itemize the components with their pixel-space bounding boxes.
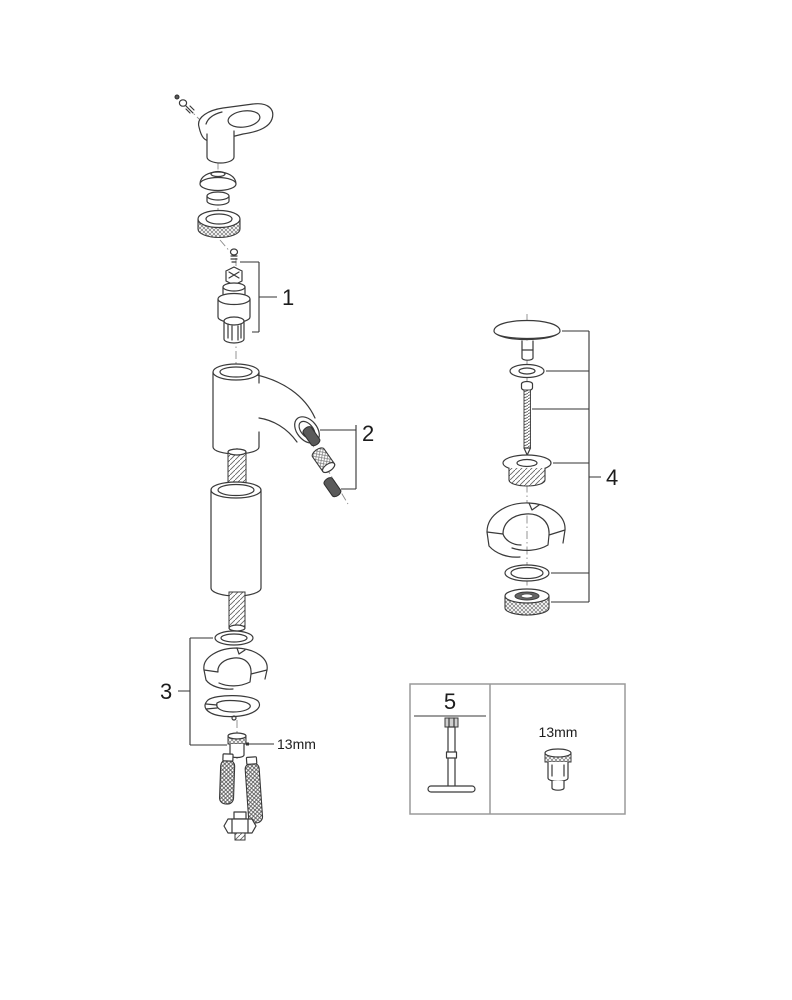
callout-3-label: 3 <box>160 679 172 704</box>
installation-tool <box>427 717 476 793</box>
callout-1: 1 <box>240 261 294 333</box>
popup-plug-cap <box>493 319 561 340</box>
o-ring <box>214 630 254 646</box>
aerator-key <box>323 477 342 498</box>
hex-union-nut <box>223 818 257 834</box>
callout-4: 4 <box>532 330 618 603</box>
hose-right <box>244 762 264 824</box>
mounting-clamp <box>203 647 268 675</box>
callout-2: 2 <box>320 421 374 490</box>
threaded-rod <box>228 591 246 629</box>
wrench-size-label: 13mm <box>277 736 316 752</box>
plug-washer <box>509 363 545 379</box>
tool-box: 5 13mm <box>409 683 626 815</box>
mounting-kit <box>203 630 268 721</box>
handle-screw-dot <box>174 94 180 100</box>
plug-screw <box>523 389 531 449</box>
supply-hoses <box>218 753 264 841</box>
aerator-insert-small <box>302 426 321 447</box>
callout-1-label: 1 <box>282 285 294 310</box>
drain-assembly <box>486 319 566 616</box>
handle-assembly <box>174 94 274 239</box>
socket-adapter-13mm <box>544 748 572 791</box>
faucet-column <box>210 448 262 632</box>
faucet-spout-body <box>212 363 320 455</box>
callout-2-label: 2 <box>362 421 374 446</box>
drain-clamp-body <box>486 502 566 536</box>
tool-box-frame <box>409 683 626 815</box>
wrench-size-box-label: 13mm <box>539 724 578 740</box>
handle-base <box>206 130 235 164</box>
hose-left <box>218 759 236 805</box>
callout-4-label: 4 <box>606 465 618 490</box>
callout-5-label: 5 <box>444 689 456 714</box>
fitting-13mm: 13mm <box>227 732 316 759</box>
cartridge-assembly <box>217 248 251 344</box>
aerator-parts <box>302 426 342 498</box>
callout-3: 3 <box>160 637 227 746</box>
